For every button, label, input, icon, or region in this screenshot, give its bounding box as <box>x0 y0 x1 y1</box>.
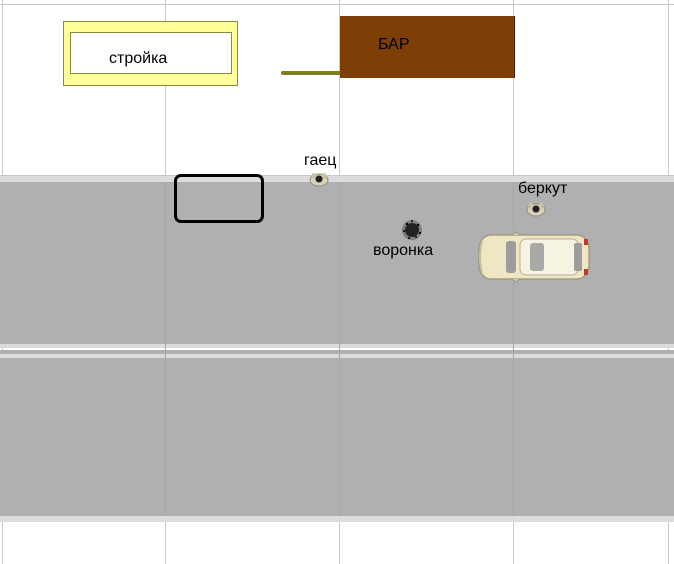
grid-line-horizontal-2 <box>0 175 674 176</box>
construction-label: стройка <box>109 50 168 67</box>
person-label-1: гаец <box>304 152 337 169</box>
road-median-edge-2 <box>0 354 674 358</box>
bar-label: БАР <box>378 36 410 53</box>
road-lower-edge <box>0 516 674 522</box>
construction-site-inner <box>70 32 232 74</box>
road-upper-edge <box>0 176 674 182</box>
car-icon <box>478 231 590 283</box>
road-median-edge <box>0 344 674 348</box>
marked-area <box>174 174 264 223</box>
road-grid-line-3 <box>513 182 514 516</box>
construction-site <box>63 21 238 86</box>
crater-icon <box>402 220 422 240</box>
road-grid-line-1 <box>165 182 166 516</box>
road-grid-line-2 <box>339 182 340 516</box>
road-lower-lane <box>0 358 674 516</box>
crater-label: воронка <box>373 242 434 259</box>
person-icon-1 <box>309 173 329 187</box>
bar-building <box>340 16 515 78</box>
person-icon-2 <box>526 203 546 217</box>
person-label-2: беркут <box>518 180 568 197</box>
road-median-line <box>0 350 674 354</box>
fence-line <box>281 71 343 75</box>
grid-line-horizontal-1 <box>0 4 674 5</box>
